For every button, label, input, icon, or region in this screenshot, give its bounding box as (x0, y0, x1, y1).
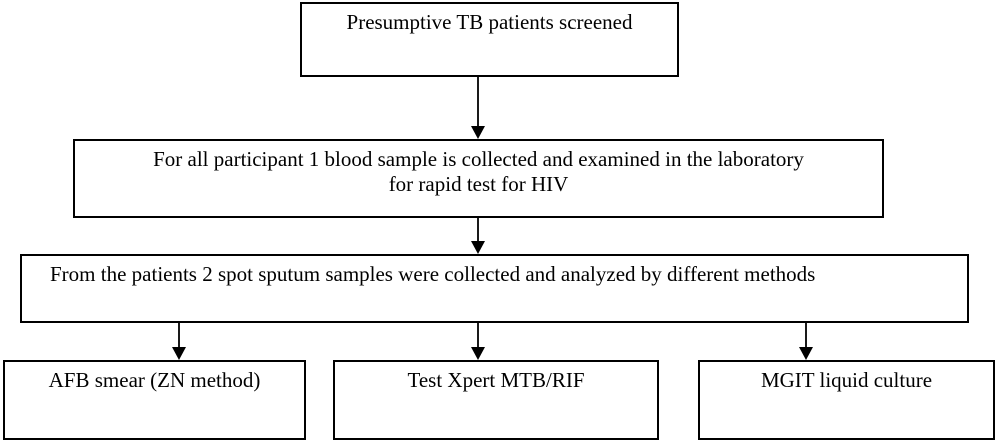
arrow-head-icon (471, 126, 485, 139)
node-afb-smear-zn-method: AFB smear (ZN method) (3, 360, 306, 440)
node-test-xpert-mtb-rif: Test Xpert MTB/RIF (333, 360, 659, 440)
node-mgit-liquid-culture: MGIT liquid culture (698, 360, 995, 440)
node-presumptive-tb-patients-screened: Presumptive TB patients screened (300, 2, 679, 77)
arrow-shaft (477, 323, 479, 347)
arrow-head-icon (471, 241, 485, 254)
arrow-head-icon (172, 347, 186, 360)
arrow-shaft (178, 323, 180, 347)
arrow-shaft (477, 77, 479, 126)
arrow-head-icon (471, 347, 485, 360)
node-sputum-samples-collected: From the patients 2 spot sputum samples … (20, 254, 969, 323)
arrow-head-icon (799, 347, 813, 360)
arrow-shaft (805, 323, 807, 347)
node-blood-sample-hiv-rapid-test: For all participant 1 blood sample is co… (73, 139, 884, 218)
arrow-shaft (477, 218, 479, 241)
